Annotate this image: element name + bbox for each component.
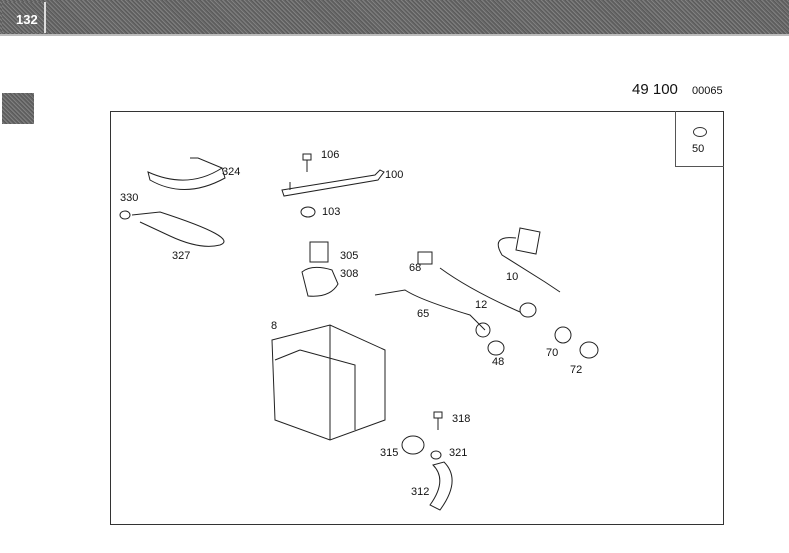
header-bar: 132	[0, 0, 789, 36]
part-label: 321	[449, 447, 468, 459]
part-308-mount	[301, 266, 339, 297]
legend-number: 50	[692, 143, 705, 155]
part-324-strap	[147, 157, 226, 190]
part-label: 308	[340, 268, 359, 280]
part-312-hose	[429, 461, 453, 511]
part-48-ring	[487, 340, 505, 356]
part-106-bolt	[302, 153, 312, 172]
section-tab	[2, 93, 34, 124]
part-label: 65	[417, 308, 430, 320]
part-label: 72	[570, 364, 583, 376]
page-number: 132	[16, 12, 38, 27]
part-label: 324	[222, 166, 241, 178]
part-label: 327	[172, 250, 191, 262]
legend-box: 50	[675, 111, 724, 167]
part-label: 305	[340, 250, 359, 262]
part-label: 12	[475, 299, 488, 311]
part-label: 68	[409, 262, 422, 274]
part-label: 10	[506, 271, 519, 283]
part-330-washer	[119, 210, 131, 220]
part-label: 48	[492, 356, 505, 368]
part-327-cable	[131, 211, 225, 247]
part-65-cable	[374, 289, 491, 338]
group-reference: 49 100	[632, 81, 678, 98]
diagram-frame	[110, 111, 724, 525]
part-100-bracket	[281, 169, 385, 197]
part-12-cable	[439, 267, 537, 318]
part-label: 106	[321, 149, 340, 161]
part-label: 330	[120, 192, 139, 204]
page-number-box: 132	[2, 2, 46, 33]
part-305-block	[309, 241, 329, 263]
part-10-sensor	[497, 227, 561, 293]
part-321-cap	[430, 450, 442, 460]
part-label: 103	[322, 206, 341, 218]
part-8-heater	[271, 324, 386, 441]
part-315-clamp	[401, 435, 425, 455]
part-label: 318	[452, 413, 471, 425]
part-103-grommet	[300, 206, 316, 218]
part-68-connector	[417, 251, 433, 265]
part-318-bolt	[433, 411, 443, 430]
part-label: 70	[546, 347, 559, 359]
part-label: 315	[380, 447, 399, 459]
nut-icon	[693, 127, 707, 137]
part-72-ring	[579, 341, 599, 359]
diagram-code: 00065	[692, 85, 723, 97]
part-70-gland	[554, 326, 572, 344]
part-label: 100	[385, 169, 404, 181]
part-label: 312	[411, 486, 430, 498]
part-label: 8	[271, 320, 278, 332]
